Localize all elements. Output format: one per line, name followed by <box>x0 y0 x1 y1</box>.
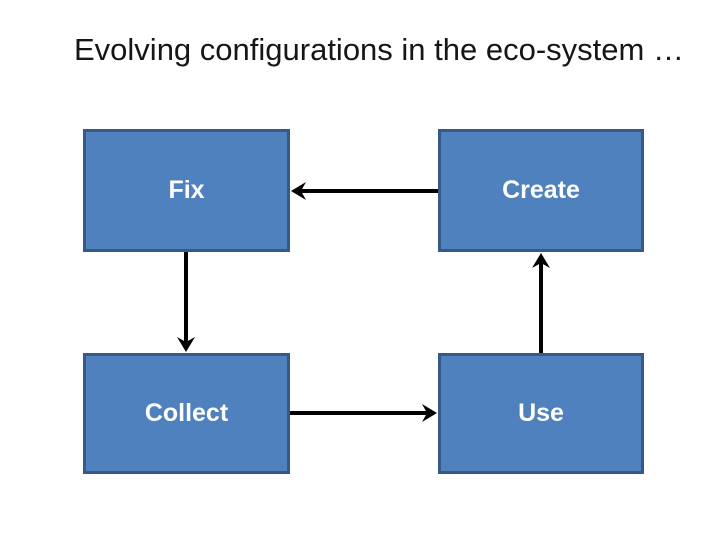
arrow-use-to-create-head <box>532 253 550 268</box>
node-create: Create <box>438 129 644 252</box>
arrow-use-to-create <box>532 253 550 353</box>
arrow-fix-to-collect <box>177 252 195 352</box>
node-use-label: Use <box>518 399 564 427</box>
arrow-create-to-fix-head <box>291 182 306 200</box>
slide-title: Evolving configurations in the eco-syste… <box>74 32 684 67</box>
arrow-collect-to-use <box>290 404 437 422</box>
arrow-create-to-fix <box>291 182 438 200</box>
node-use: Use <box>438 353 644 474</box>
arrow-collect-to-use-head <box>422 404 437 422</box>
node-collect: Collect <box>83 353 290 474</box>
arrow-fix-to-collect-head <box>177 337 195 352</box>
node-create-label: Create <box>502 176 580 204</box>
node-fix-label: Fix <box>168 176 205 204</box>
node-fix: Fix <box>83 129 290 252</box>
node-collect-label: Collect <box>144 399 229 427</box>
